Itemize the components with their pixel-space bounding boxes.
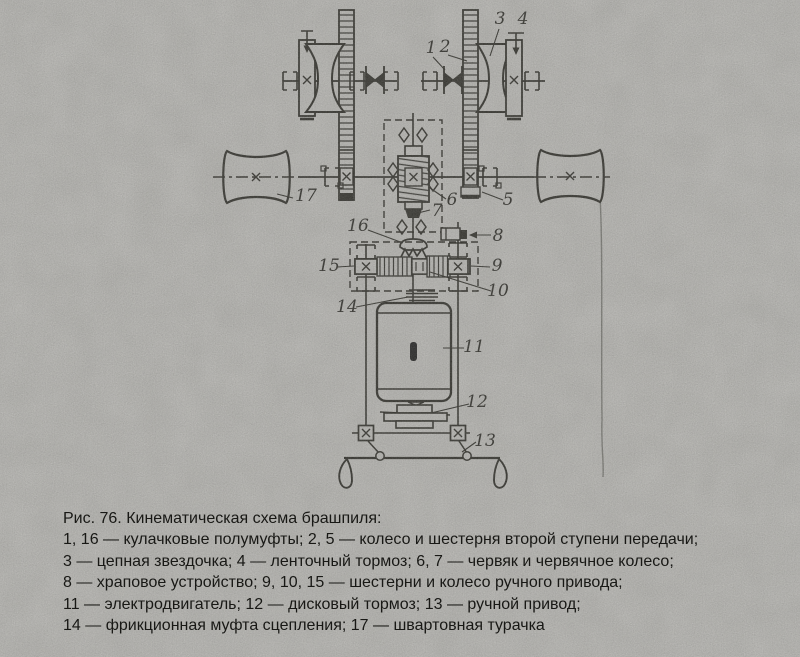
caption-legend-4: 11 — электродвигатель; 12 — дисковый тор… [63,595,581,613]
figure-caption: Рис. 76. Кинематическая схема брашпиля: … [63,508,795,636]
caption-legend-5: 14 — фрикционная муфта сцепления; 17 — ш… [63,617,545,635]
caption-legend-3: 8 — храповое устройство; 9, 10, 15 — шес… [63,574,623,592]
caption-legend-1: 1, 16 — кулачковые полумуфты; 2, 5 — кол… [63,531,699,549]
caption-title: Рис. 76. Кинематическая схема брашпиля: [63,510,382,527]
caption-legend-2: 3 — цепная звездочка; 4 — ленточный торм… [63,552,674,570]
